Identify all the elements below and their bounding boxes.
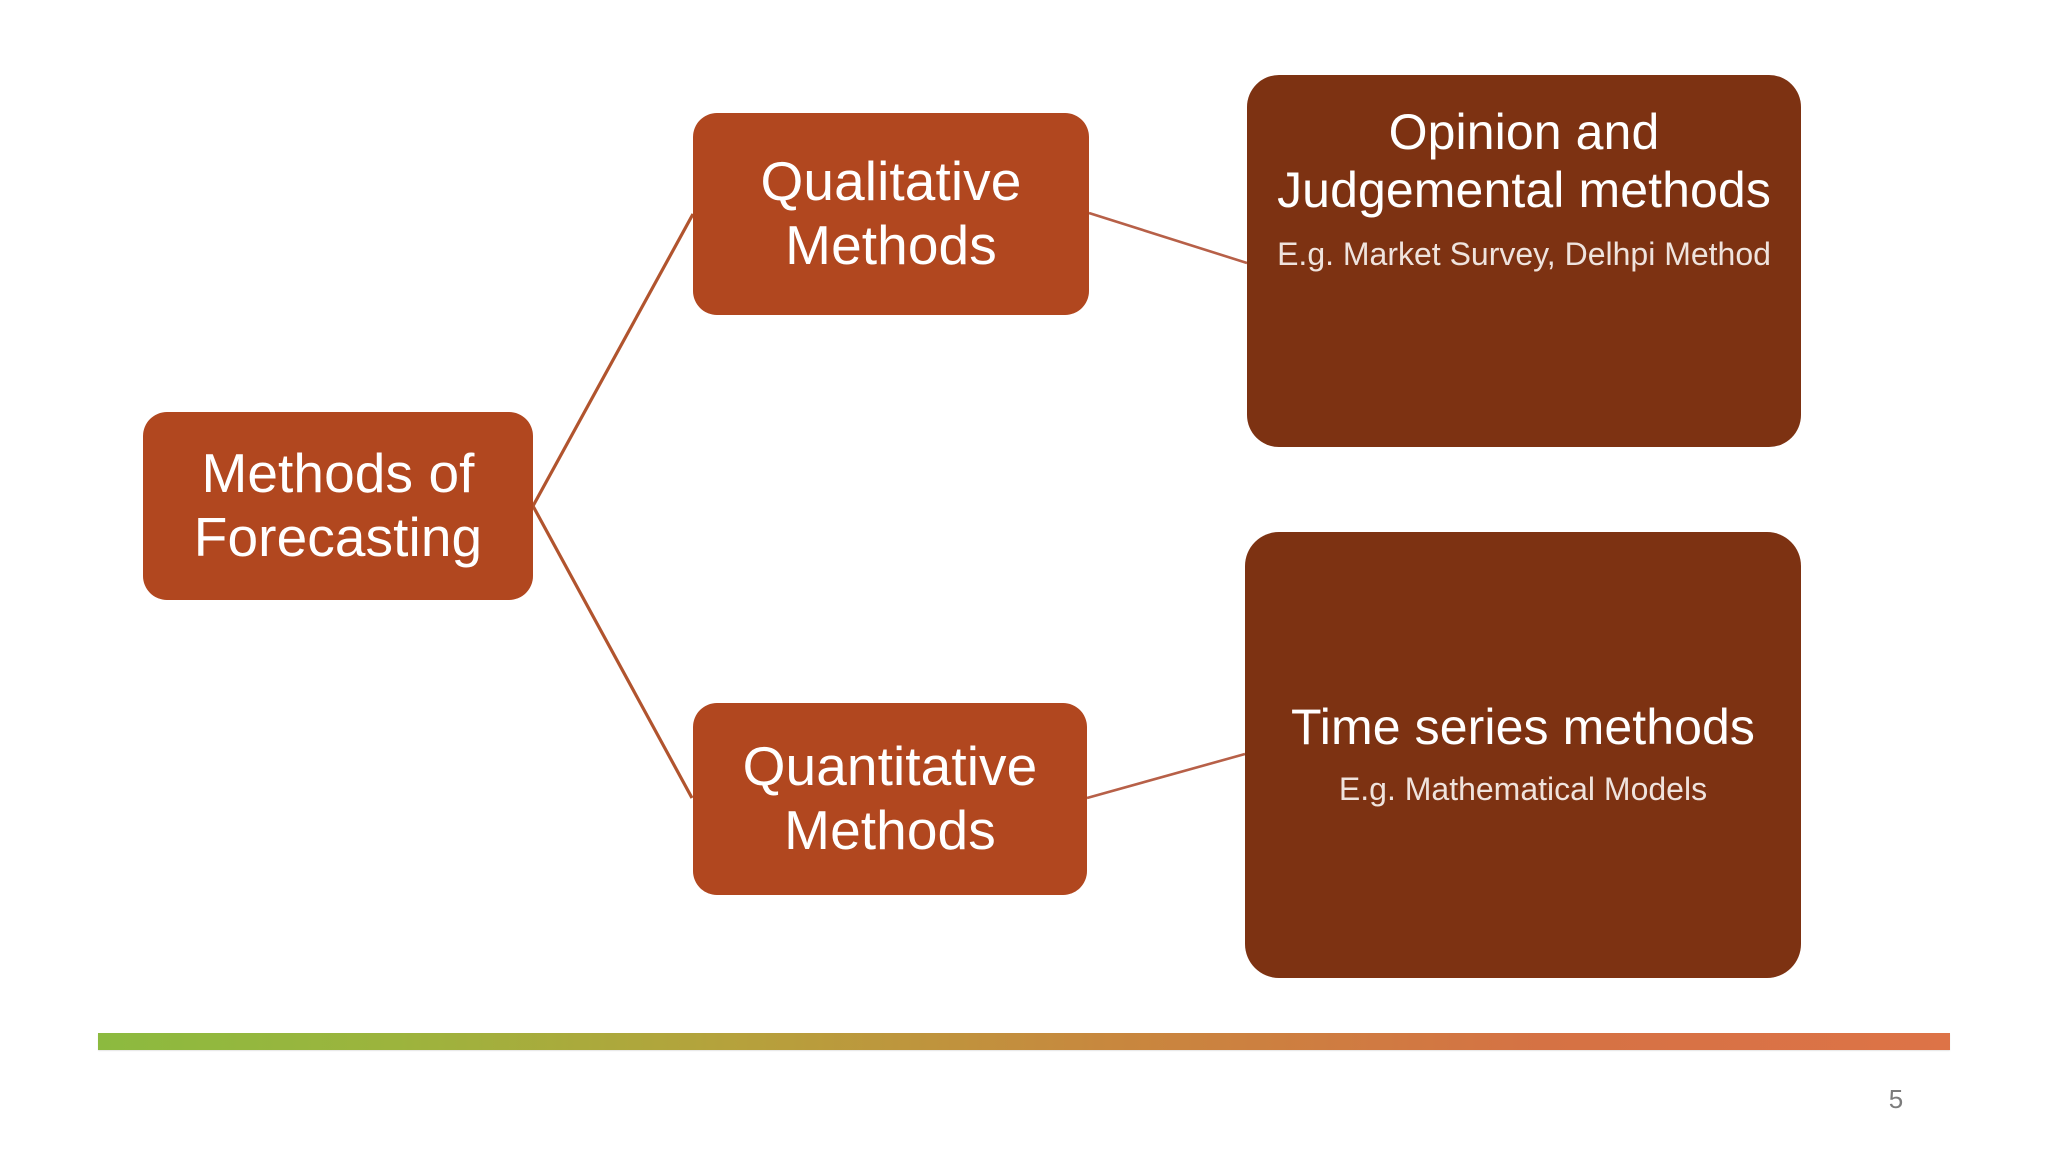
node-timeseries-subtitle: E.g. Mathematical Models (1338, 771, 1708, 808)
node-quantitative-methods[interactable]: Quantitative Methods (693, 703, 1087, 895)
node-time-series-methods[interactable]: Time series methods E.g. Mathematical Mo… (1245, 532, 1801, 978)
connector-root-to-quantitative (531, 505, 694, 799)
connector-quantitative-to-timeseries (1086, 752, 1246, 800)
node-qualitative-label: Qualitative Methods (760, 150, 1022, 276)
node-opinion-subtitle: E.g. Market Survey, Delhpi Method (1277, 236, 1771, 272)
page-number: 5 (1888, 1084, 1904, 1114)
node-quantitative-label: Quantitative Methods (742, 735, 1038, 861)
node-timeseries-title: Time series methods (1290, 699, 1756, 756)
connector-qualitative-to-opinion (1088, 211, 1248, 265)
connector-root-to-qualitative (531, 213, 695, 507)
node-methods-of-forecasting[interactable]: Methods of Forecasting (143, 412, 533, 600)
node-root-label: Methods of Forecasting (193, 442, 483, 568)
node-opinion-and-judgemental-methods[interactable]: Opinion and Judgemental methods E.g. Mar… (1247, 75, 1801, 447)
node-qualitative-methods[interactable]: Qualitative Methods (693, 113, 1089, 315)
node-opinion-title: Opinion and Judgemental methods (1277, 104, 1771, 218)
gradient-divider-bar (98, 1033, 1950, 1050)
